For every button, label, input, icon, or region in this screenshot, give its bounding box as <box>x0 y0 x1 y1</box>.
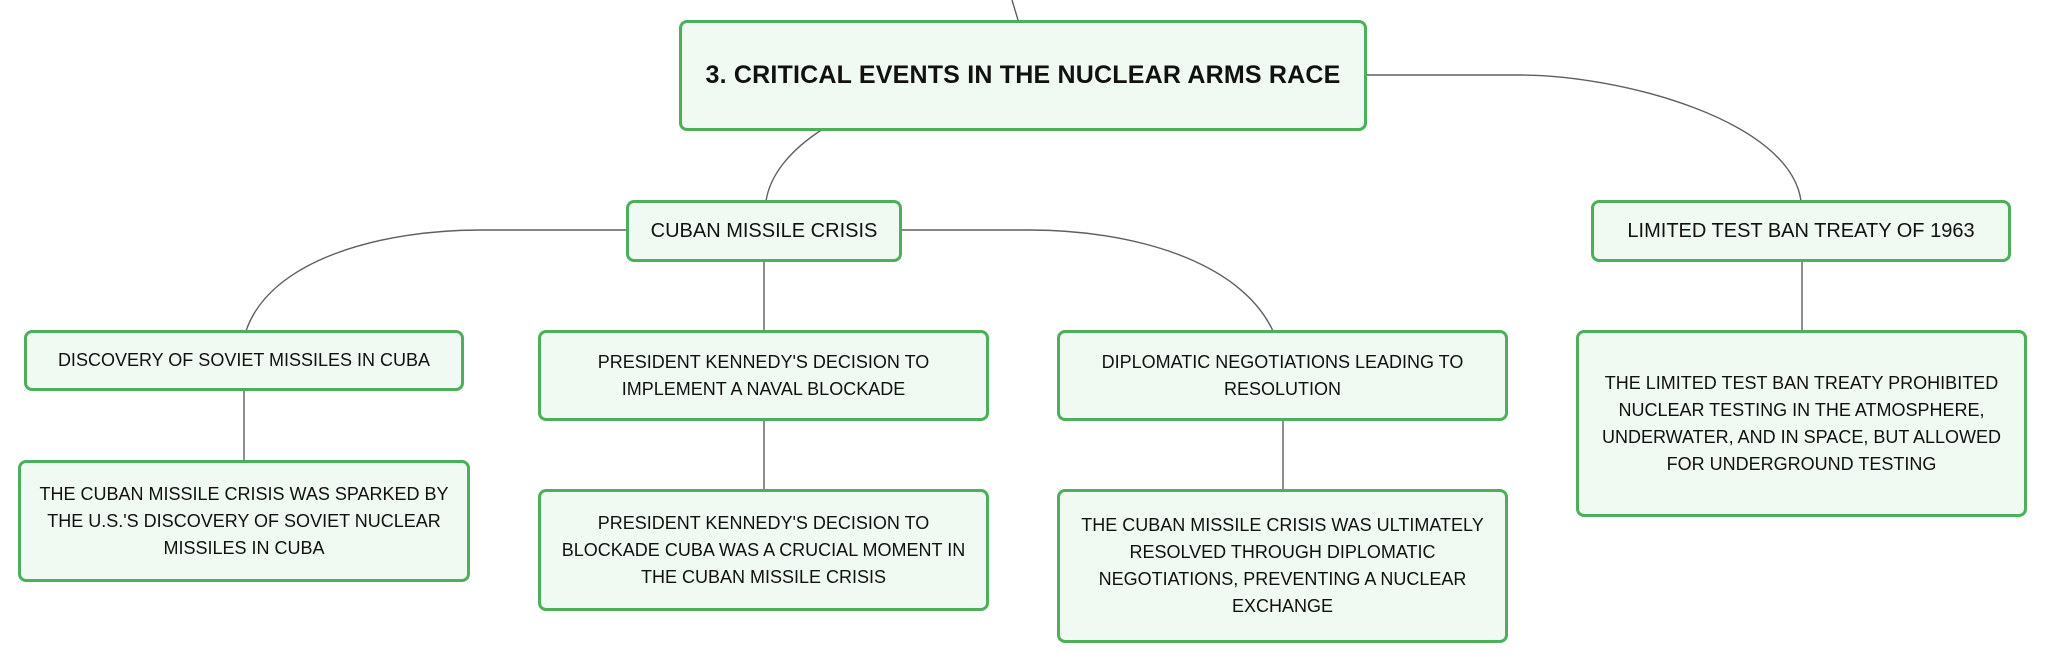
connector-root-to-test-ban-treaty <box>1366 74 1802 202</box>
detail-limited-test-ban-treaty[interactable]: THE LIMITED TEST BAN TREATY PROHIBITED N… <box>1576 330 2027 517</box>
connector-crisis-to-discovery <box>245 229 627 332</box>
topic-cuban-missile-crisis[interactable]: CUBAN MISSILE CRISIS <box>626 200 902 262</box>
topic-limited-test-ban-treaty[interactable]: LIMITED TEST BAN TREATY OF 1963 <box>1591 200 2011 262</box>
detail-diplomatic-negotiations[interactable]: THE CUBAN MISSILE CRISIS WAS ULTIMATELY … <box>1057 489 1508 643</box>
root-node[interactable]: 3. CRITICAL EVENTS IN THE NUCLEAR ARMS R… <box>679 20 1367 131</box>
subtopic-negotiations-label: DIPLOMATIC NEGOTIATIONS LEADING TO RESOL… <box>1101 351 1464 399</box>
connector-crisis-to-negotiations <box>900 229 1274 332</box>
subtopic-discovery-label: DISCOVERY OF SOVIET MISSILES IN CUBA <box>57 350 431 370</box>
detail-discovery[interactable]: THE CUBAN MISSILE CRISIS WAS SPARKED BY … <box>18 460 470 582</box>
subtopic-discovery-of-soviet-missiles[interactable]: DISCOVERY OF SOVIET MISSILES IN CUBA <box>24 330 464 391</box>
subtopic-blockade-label: PRESIDENT KENNEDY'S DECISION TO IMPLEMEN… <box>597 351 930 399</box>
subtopic-naval-blockade-decision[interactable]: PRESIDENT KENNEDY'S DECISION TO IMPLEMEN… <box>538 330 989 421</box>
detail-discovery-text: THE CUBAN MISSILE CRISIS WAS SPARKED BY … <box>39 483 449 558</box>
detail-naval-blockade[interactable]: PRESIDENT KENNEDY'S DECISION TO BLOCKADE… <box>538 489 989 611</box>
connector-parent-to-root <box>1011 0 1019 21</box>
topic-cuban-missile-crisis-label: CUBAN MISSILE CRISIS <box>650 219 878 242</box>
detail-treaty-text: THE LIMITED TEST BAN TREATY PROHIBITED N… <box>1601 372 2002 474</box>
detail-blockade-text: PRESIDENT KENNEDY'S DECISION TO BLOCKADE… <box>561 512 966 587</box>
connector-root-to-cuban-missile-crisis <box>765 128 824 202</box>
subtopic-diplomatic-negotiations[interactable]: DIPLOMATIC NEGOTIATIONS LEADING TO RESOL… <box>1057 330 1508 421</box>
root-node-label: 3. CRITICAL EVENTS IN THE NUCLEAR ARMS R… <box>705 61 1341 89</box>
detail-negotiations-text: THE CUBAN MISSILE CRISIS WAS ULTIMATELY … <box>1081 515 1484 616</box>
topic-limited-test-ban-treaty-label: LIMITED TEST BAN TREATY OF 1963 <box>1627 219 1975 242</box>
